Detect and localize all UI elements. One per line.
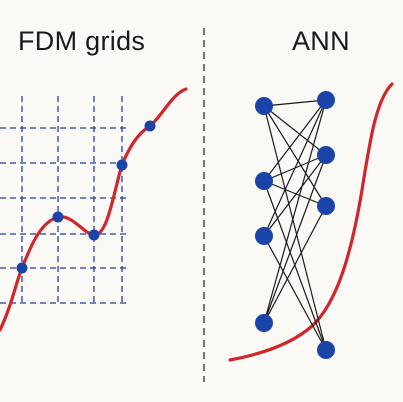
ann-edge: [263, 235, 327, 351]
fdm-grid-point: [88, 229, 100, 241]
ann-edge: [263, 205, 327, 324]
fdm-solution-curve: [0, 87, 188, 332]
ann-edge: [263, 99, 327, 182]
ann-edge: [263, 105, 327, 156]
ann-edge: [263, 99, 327, 237]
fdm-grid-point: [144, 120, 156, 132]
ann-edge: [263, 180, 327, 207]
fdm-grid-point: [16, 262, 28, 274]
ann-activation-curve: [228, 82, 394, 362]
fdm-grid-point: [116, 159, 128, 171]
ann-nodes: [255, 91, 335, 359]
fdm-sample-points: [16, 120, 156, 274]
ann-output-node: [317, 146, 335, 164]
ann-edge: [263, 154, 327, 237]
ann-input-node: [255, 172, 273, 190]
ann-edge: [263, 99, 327, 324]
ann-input-node: [255, 227, 273, 245]
ann-output-node: [317, 91, 335, 109]
ann-edge: [263, 154, 327, 324]
ann-edge: [263, 99, 327, 107]
fdm-grids-title: FDM grids: [18, 26, 146, 56]
ann-output-node: [317, 197, 335, 215]
ann-edge: [263, 105, 327, 351]
ann-title: ANN: [292, 26, 350, 56]
ann-output-node: [317, 341, 335, 359]
fdm-grid-point: [52, 211, 64, 223]
ann-input-node: [255, 97, 273, 115]
ann-edge: [263, 105, 327, 207]
ann-edges: [263, 99, 327, 351]
ann-input-node: [255, 314, 273, 332]
